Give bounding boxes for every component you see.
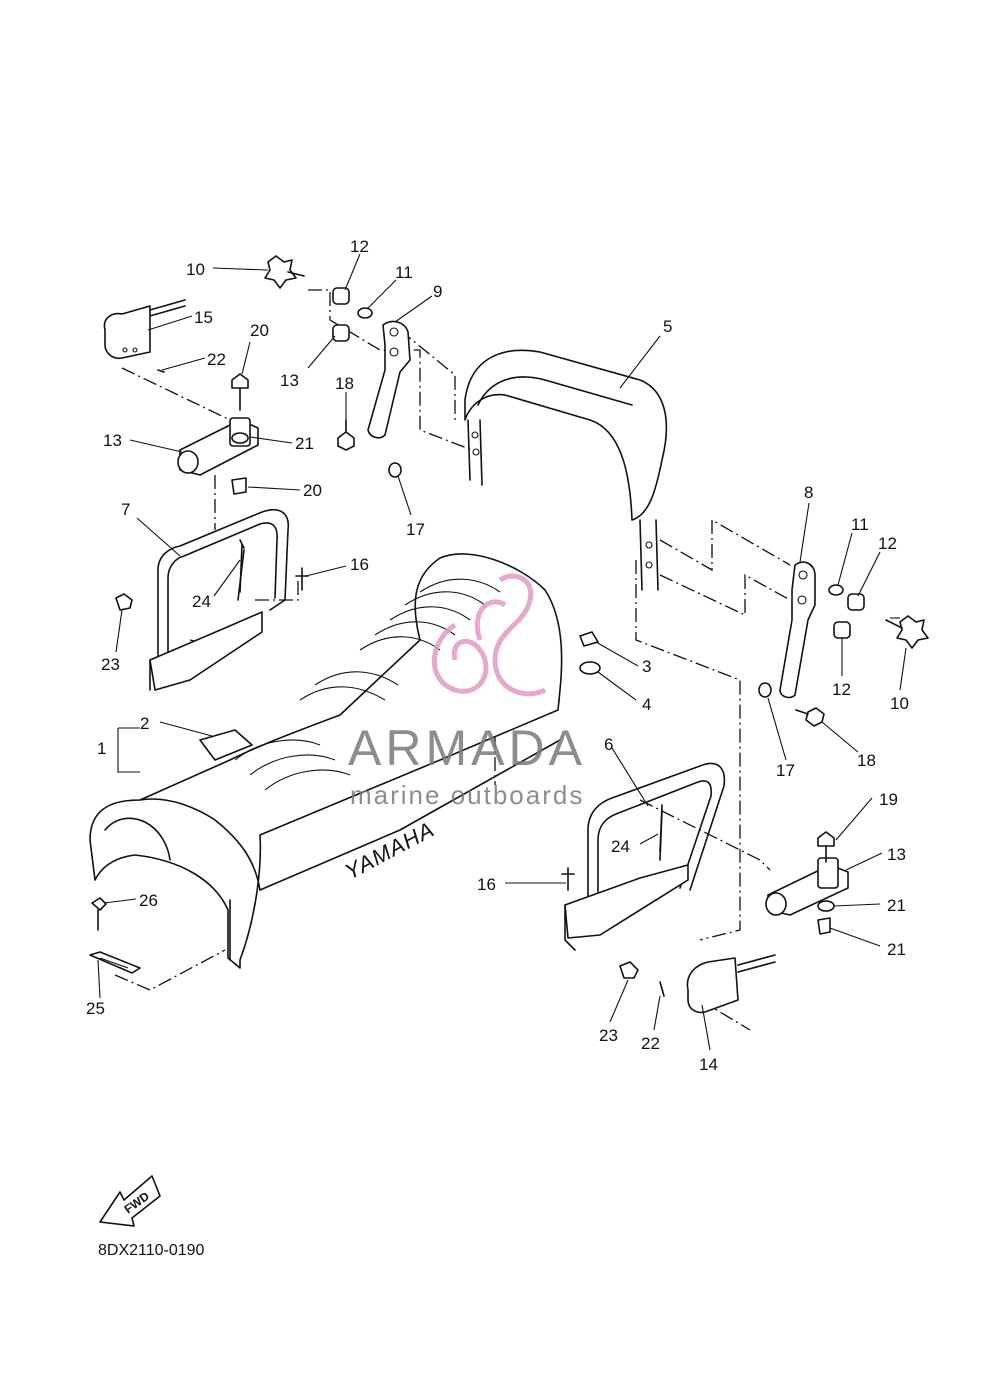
callout-6: 6: [604, 735, 613, 754]
spacers-washers: [332, 287, 865, 698]
callout-17: 17: [406, 520, 425, 539]
watermark-tagline: marine outboards: [350, 780, 584, 810]
callout-24: 24: [611, 837, 630, 856]
seat-brand-text: YAMAHA: [341, 816, 439, 884]
backrest: [464, 349, 668, 591]
callout-2: 2: [140, 714, 149, 733]
callout-4: 4: [642, 695, 651, 714]
callout-3: 3: [642, 657, 651, 676]
callout-13: 13: [280, 371, 299, 390]
callout-20: 20: [303, 481, 322, 500]
callout-25: 25: [86, 999, 105, 1018]
callout-24: 24: [192, 592, 211, 611]
callout-7: 7: [121, 500, 130, 519]
stay-frame-right: [564, 762, 726, 951]
callout-10: 10: [186, 260, 205, 279]
callout-18: 18: [857, 751, 876, 770]
callout-22: 22: [207, 350, 226, 369]
callout-labels: 10 12 11 9 5 15 20 22 13 18 13 21 20 17 …: [86, 237, 909, 1074]
knob-right: [885, 615, 929, 649]
callout-21: 21: [887, 896, 906, 915]
callout-22: 22: [641, 1034, 660, 1053]
callout-16: 16: [477, 875, 496, 894]
armada-logo-icon: [431, 573, 547, 697]
diagram-code: 8DX2110-0190: [98, 1242, 205, 1259]
callout-11: 11: [851, 515, 869, 534]
callout-20: 21: [887, 940, 906, 959]
fwd-arrow-icon: FWD: [99, 1175, 161, 1227]
callout-13: 13: [103, 431, 122, 450]
callout-9: 9: [433, 282, 442, 301]
callout-19: 19: [879, 790, 898, 809]
callout-18: 18: [335, 374, 354, 393]
callout-17: 17: [776, 761, 795, 780]
callout-8: 8: [804, 483, 813, 502]
armada-watermark: ARMADA marine outboards: [348, 573, 586, 810]
callout-5: 5: [663, 317, 672, 336]
right-arm: [779, 561, 816, 699]
leader-lines: [97, 253, 907, 1051]
callout-26: 26: [139, 891, 158, 910]
callout-23: 23: [599, 1026, 618, 1045]
callout-14: 14: [699, 1055, 718, 1074]
callout-23: 23: [101, 655, 120, 674]
watermark-brand: ARMADA: [348, 720, 586, 776]
callout-12: 12: [350, 237, 369, 256]
callout-16: 16: [350, 555, 369, 574]
stay-frame-left: [149, 508, 290, 691]
left-arm: [367, 320, 411, 439]
latch-right: [686, 954, 776, 1014]
callout-15: 15: [194, 308, 213, 327]
fasteners: [91, 369, 835, 997]
callout-10: 10: [890, 694, 909, 713]
latch-left: [103, 299, 186, 360]
callout-21: 21: [295, 434, 314, 453]
callout-11: 11: [395, 263, 413, 282]
hinge-right: [765, 857, 849, 916]
callout-12: 12: [832, 680, 851, 699]
callout-1: 1: [97, 739, 106, 758]
knob-left: [264, 255, 305, 289]
callout-19: 20: [250, 321, 269, 340]
callout-13: 13: [887, 845, 906, 864]
hinge-left: [177, 417, 259, 476]
callout-12: 12: [878, 534, 897, 553]
small-parts: [89, 544, 663, 974]
